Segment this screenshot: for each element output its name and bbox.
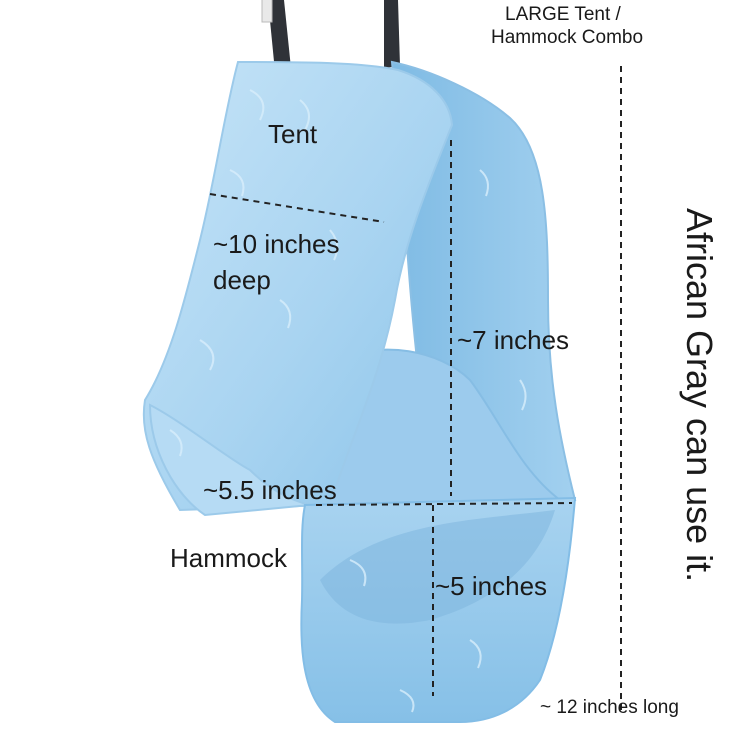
tent-height-label: ~7 inches [457, 325, 570, 355]
hanging-strap-right [384, 0, 400, 68]
tent-front-panel [142, 60, 454, 512]
hammock-inner-shadow [320, 510, 555, 624]
opening-width-measure-line [315, 502, 573, 506]
title-line-1: LARGE Tent / [505, 4, 621, 25]
length-label: ~ 12 inches long [540, 697, 679, 718]
depth-label: ~10 inches deep [213, 229, 340, 295]
tent-label: Tent [268, 119, 318, 149]
tent-side-fold [148, 403, 311, 517]
measurement-lines [209, 66, 622, 710]
hammock-height-label: ~5 inches [435, 571, 548, 601]
title-line-2: Hammock Combo [491, 27, 644, 48]
depth-measure-line [209, 193, 385, 223]
side-note-vertical: African Gray can use it. [679, 208, 720, 583]
hammock-label: Hammock [170, 543, 288, 573]
fur-texture [169, 89, 527, 713]
opening-width-label: ~5.5 inches [203, 475, 337, 505]
